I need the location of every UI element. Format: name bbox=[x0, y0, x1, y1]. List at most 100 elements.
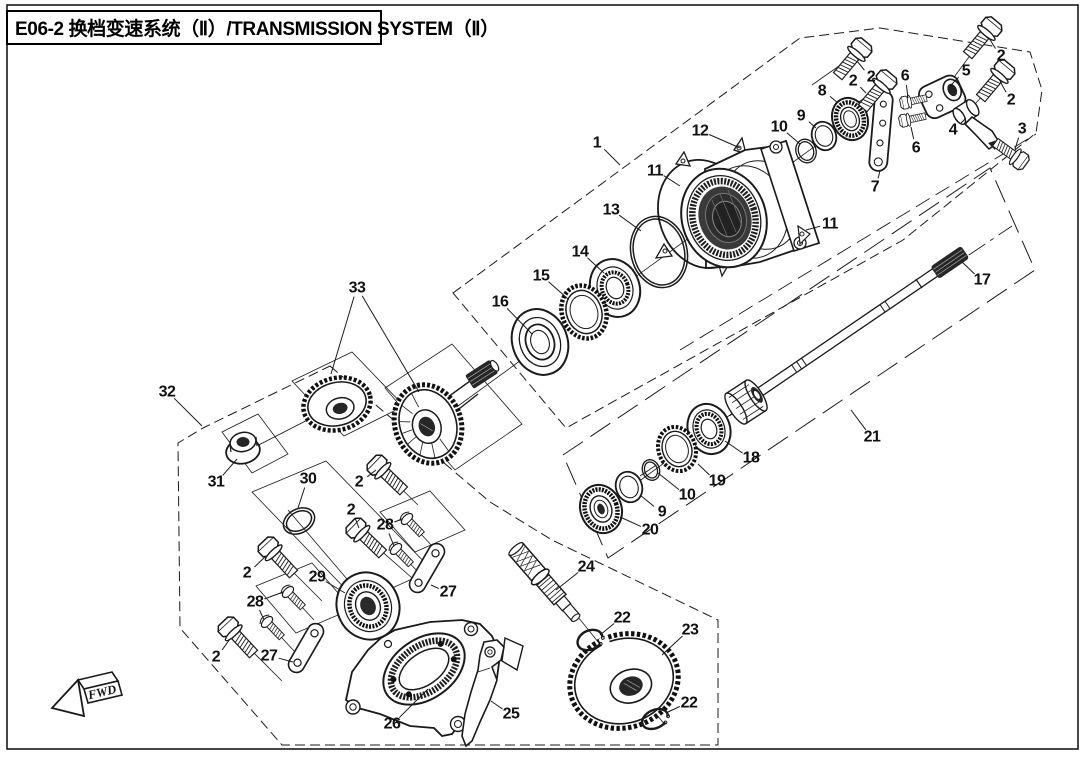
leader-line-26 bbox=[398, 688, 429, 719]
part-callout-20: 20 bbox=[642, 522, 659, 539]
part-26-housing-cover bbox=[344, 619, 501, 737]
part-2-bolt bbox=[214, 613, 263, 663]
leader-line-2 bbox=[999, 80, 1007, 93]
leader-line-31 bbox=[222, 458, 238, 476]
part-10b-o-ring bbox=[641, 459, 661, 481]
leader-line-22 bbox=[667, 706, 681, 713]
fasteners bbox=[214, 13, 1033, 663]
leader-line-10 bbox=[657, 472, 680, 490]
part-28-screw bbox=[397, 509, 428, 540]
leader-line-33 bbox=[330, 296, 355, 375]
leader-line-13 bbox=[618, 214, 642, 232]
part-callout-15: 15 bbox=[533, 268, 550, 285]
part-callout-2: 2 bbox=[1007, 92, 1016, 109]
part-callout-28: 28 bbox=[377, 517, 394, 534]
leader-line-22 bbox=[599, 623, 615, 636]
part-callout-16: 16 bbox=[492, 294, 509, 311]
leader-line-5 bbox=[949, 76, 960, 87]
leader-line-33 bbox=[361, 295, 420, 393]
part-9a-collar bbox=[810, 120, 838, 152]
part-callout-6: 6 bbox=[912, 140, 921, 157]
leader-line-7 bbox=[877, 170, 881, 179]
part-callout-33: 33 bbox=[349, 280, 366, 297]
leader-line-8 bbox=[829, 96, 839, 104]
part-33-bevel-gear bbox=[301, 375, 373, 433]
leader-line-27 bbox=[278, 657, 294, 663]
leader-line-28 bbox=[259, 609, 265, 621]
part-8-seal bbox=[830, 96, 870, 142]
part-callout-3: 3 bbox=[1018, 121, 1027, 138]
part-17-drive-shaft bbox=[753, 246, 969, 399]
part-callout-22: 22 bbox=[614, 610, 631, 627]
part-callout-2: 2 bbox=[212, 649, 221, 666]
part-callout-1: 1 bbox=[593, 135, 602, 152]
part-25-guard-plate bbox=[461, 636, 524, 748]
part-33-bevel-pinion bbox=[391, 359, 500, 466]
part-callout-6: 6 bbox=[901, 68, 910, 85]
leader-line-3 bbox=[1014, 137, 1020, 150]
leader-line-4 bbox=[959, 117, 967, 125]
part-27-bracket-b bbox=[287, 622, 325, 674]
part-28-screw bbox=[278, 582, 309, 613]
page-title: E06-2 换档变速系统（Ⅱ）/TRANSMISSION SYSTEM（Ⅱ） bbox=[15, 17, 499, 40]
leader-line-20 bbox=[619, 516, 642, 527]
leader-line-27 bbox=[430, 584, 440, 590]
axis-dashed-line bbox=[679, 133, 1037, 351]
part-24-shaft bbox=[508, 542, 581, 623]
part-callout-27: 27 bbox=[440, 584, 457, 601]
leader-line-2 bbox=[988, 37, 996, 49]
part-callout-30: 30 bbox=[300, 471, 317, 488]
part-callout-13: 13 bbox=[603, 202, 620, 219]
leader-line-14 bbox=[587, 257, 605, 274]
part-callout-27: 27 bbox=[261, 648, 278, 665]
part-callout-26: 26 bbox=[384, 716, 401, 733]
part-callout-10: 10 bbox=[771, 119, 788, 136]
leader-line-16 bbox=[506, 308, 533, 335]
part-12-housing bbox=[680, 139, 821, 269]
leader-line-24 bbox=[555, 572, 579, 591]
part-callout-28: 28 bbox=[247, 594, 264, 611]
part-callout-4: 4 bbox=[949, 122, 958, 139]
part-callout-11: 11 bbox=[647, 163, 664, 180]
leader-line-9 bbox=[808, 121, 817, 129]
part-callout-2: 2 bbox=[867, 69, 876, 86]
leader-line-6 bbox=[905, 84, 909, 99]
part-callout-5: 5 bbox=[962, 63, 971, 80]
leader-line-9 bbox=[639, 494, 655, 507]
part-callout-31: 31 bbox=[208, 474, 225, 491]
part-callout-9: 9 bbox=[797, 108, 806, 125]
part-callout-7: 7 bbox=[871, 179, 880, 196]
group-32-boundary bbox=[177, 365, 719, 746]
part-23-gear bbox=[567, 631, 681, 731]
leader-line-15 bbox=[548, 281, 569, 300]
leader-line-19 bbox=[697, 463, 710, 476]
part-19-lock-ring bbox=[655, 424, 699, 474]
part-callout-2: 2 bbox=[849, 73, 858, 90]
leader-line-2 bbox=[354, 518, 360, 529]
leader-line-2 bbox=[856, 60, 865, 71]
leader-line-28 bbox=[394, 518, 403, 523]
leader-line-23 bbox=[661, 635, 683, 656]
leader-line-32 bbox=[173, 397, 203, 427]
part-callout-19: 19 bbox=[709, 473, 726, 490]
leader-line-18 bbox=[724, 440, 743, 454]
page-border bbox=[6, 4, 1079, 750]
leader-line-28 bbox=[388, 533, 395, 547]
part-callout-8: 8 bbox=[818, 83, 827, 100]
part-callout-21: 21 bbox=[864, 429, 881, 446]
leader-line-11 bbox=[663, 175, 681, 187]
part-callout-17: 17 bbox=[974, 272, 991, 289]
part-callout-11: 11 bbox=[822, 216, 839, 233]
leader-line-17 bbox=[960, 260, 975, 275]
leader-line-2 bbox=[254, 555, 267, 568]
part-27-bracket-a bbox=[408, 542, 446, 594]
part-callout-2: 2 bbox=[347, 502, 356, 519]
part-16-bearing bbox=[510, 308, 570, 376]
leader-line-2 bbox=[366, 469, 377, 478]
part-callout-24: 24 bbox=[578, 559, 595, 576]
part-4-shift-arm bbox=[952, 99, 1001, 151]
leader-line-28 bbox=[264, 591, 284, 600]
part-13-o-ring bbox=[629, 215, 689, 289]
